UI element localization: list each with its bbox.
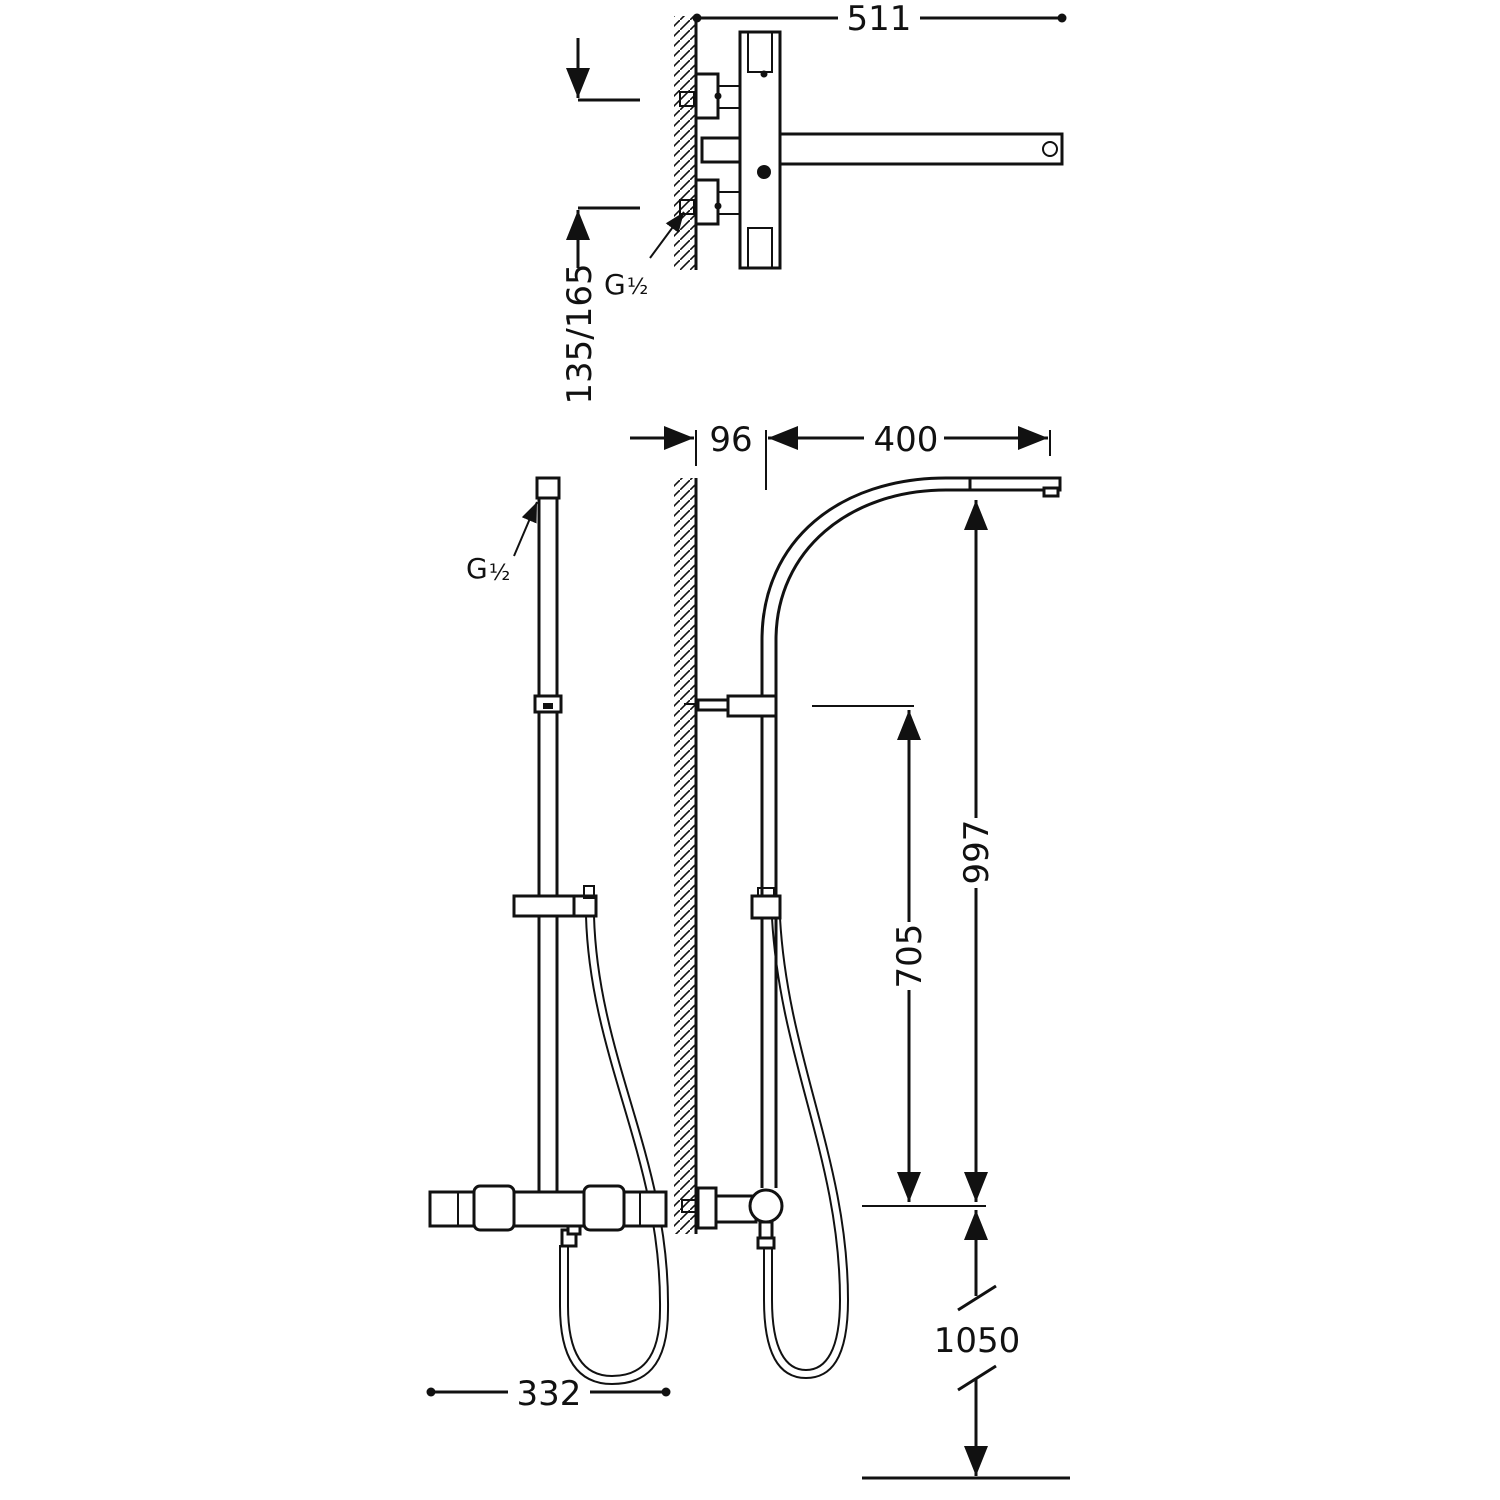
side-view: 96 400 (630, 420, 1070, 1480)
hand-shower-slider-side (750, 887, 782, 920)
dimension-label-riser-height: 997 (957, 820, 997, 885)
svg-text:½: ½ (489, 561, 510, 586)
top-view: 511 (560, 0, 1067, 405)
shower-hose-side (763, 917, 850, 1380)
svg-text:½: ½ (627, 275, 648, 300)
svg-text:G: G (604, 268, 626, 301)
dimension-label-top-width: 511 (847, 0, 912, 39)
front-view: G ½ 332 (426, 476, 671, 1414)
dimension-label-wall-offset: 96 (709, 420, 752, 460)
wall-bracket-side (684, 694, 778, 718)
dimension-floor-height: 1050 (862, 1210, 1070, 1480)
thermostat-mixer-side (681, 1186, 784, 1250)
dimension-label-inlet-spacing: 135/165 (560, 263, 600, 404)
dimension-label-floor-height: 1050 (934, 1321, 1021, 1361)
dimension-bracket-height: 705 (812, 705, 986, 1207)
riser-rail-front (537, 476, 559, 1196)
dimension-label-arm-reach: 400 (874, 420, 939, 460)
thermostat-mixer-front (428, 1184, 668, 1236)
thermostat-body-top (738, 30, 782, 270)
inlet-fitting-upper (679, 72, 741, 120)
shower-arm-top (778, 132, 1064, 166)
wall-hatch-top (674, 16, 696, 270)
svg-text:G: G (466, 552, 488, 585)
inlet-fitting-lower (679, 178, 741, 226)
inlet-fitting-middle (700, 136, 742, 164)
dimension-label-front-width: 332 (517, 1374, 582, 1414)
dimension-front-width: 332 (426, 1374, 671, 1414)
shower-hose-front (559, 915, 670, 1386)
dimension-riser-height: 997 (957, 500, 997, 1202)
wall-hatch-side (674, 478, 696, 1234)
curved-riser-side (760, 476, 1060, 1188)
dimension-top-width: 511 (692, 0, 1067, 39)
dimension-arm-reach: 400 (768, 420, 1051, 460)
dimension-inlet-spacing: 135/165 (560, 38, 640, 405)
dimension-wall-offset: 96 (630, 420, 767, 490)
hand-shower-slider (512, 885, 598, 918)
shower-head-side (968, 476, 1062, 492)
thread-callout-front: G ½ (466, 501, 538, 586)
dimension-label-bracket-height: 705 (890, 924, 930, 989)
thread-callout-top: G ½ (604, 211, 685, 301)
